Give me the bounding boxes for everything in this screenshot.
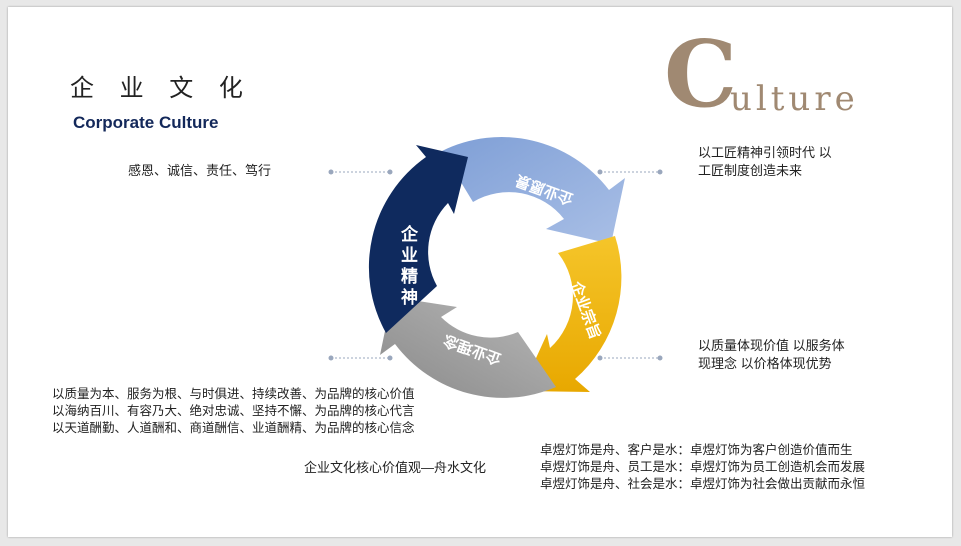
- philosophy-text: 以质量为本、服务为根、与时俱进、持续改善、为品牌的核心价值 以海纳百川、有容乃大…: [52, 386, 415, 437]
- cycle-diagram: 企业精神 企业愿景 企业宗旨 企业理念: [328, 137, 663, 398]
- wordmark-big-letter: C: [664, 20, 738, 128]
- boat-water-line: 卓煜灯饰是舟、客户是水：卓煜灯饰为客户创造价值而生: [540, 443, 853, 457]
- page-title: 企 业 文 化: [70, 74, 252, 102]
- slide: 企 业 文 化 Corporate Culture C ulture: [8, 7, 952, 537]
- boat-water-line: 卓煜灯饰是舟、社会是水：卓煜灯饰为社会做出贡献而永恒: [540, 477, 866, 491]
- spirit-text: 感恩、诚信、责任、笃行: [128, 163, 272, 178]
- cycle-segment-purpose: [521, 236, 622, 392]
- vision-text: 以工匠精神引领时代 以 工匠制度创造未来: [698, 144, 832, 180]
- segment-label-spirit: 企业精神: [397, 224, 419, 309]
- cycle-segment-philosophy: [380, 297, 556, 398]
- core-value-heading: 企业文化核心价值观—舟水文化: [304, 460, 487, 475]
- vision-line: 工匠制度创造未来: [698, 163, 803, 178]
- philosophy-line: 以质量为本、服务为根、与时俱进、持续改善、为品牌的核心价值: [52, 387, 415, 401]
- philosophy-line: 以天道酬勤、人道酬和、商道酬信、业道酬精、为品牌的核心信念: [52, 421, 415, 435]
- vision-line: 以工匠精神引领时代 以: [698, 145, 832, 160]
- purpose-line: 以质量体现价值 以服务体: [698, 338, 845, 353]
- wordmark-rest: ulture: [730, 79, 859, 119]
- purpose-line: 现理念 以价格体现优势: [698, 356, 832, 371]
- boat-water-text: 卓煜灯饰是舟、客户是水：卓煜灯饰为客户创造价值而生 卓煜灯饰是舟、员工是水：卓煜…: [540, 442, 865, 493]
- cycle-segment-spirit: [368, 145, 468, 333]
- philosophy-line: 以海纳百川、有容乃大、绝对忠诚、坚持不懈、为品牌的核心代言: [52, 404, 415, 418]
- cycle-segment-vision: [442, 137, 625, 244]
- page-subtitle: Corporate Culture: [73, 113, 219, 132]
- purpose-text: 以质量体现价值 以服务体 现理念 以价格体现优势: [698, 337, 845, 373]
- culture-wordmark: C ulture: [658, 20, 868, 128]
- boat-water-line: 卓煜灯饰是舟、员工是水：卓煜灯饰为员工创造机会而发展: [540, 460, 866, 474]
